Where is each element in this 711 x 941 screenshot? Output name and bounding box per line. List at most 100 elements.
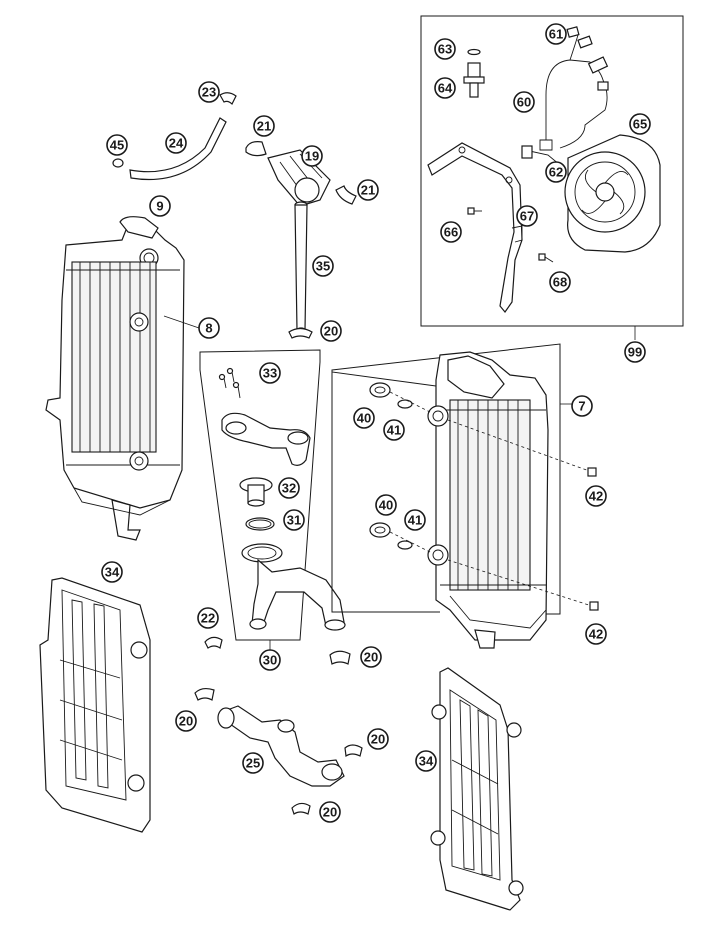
svg-text:40: 40 [357,411,371,426]
hose-clamp-22 [204,636,223,649]
callout-24: 24 [165,132,187,154]
right-radiator [427,351,549,649]
callout-63: 63 [434,38,456,60]
lower-hose [194,687,363,815]
svg-text:34: 34 [105,565,120,580]
thermostat [239,477,273,507]
svg-text:20: 20 [371,732,385,747]
fan-kit-frame [420,15,684,340]
callout-31: 31 [283,509,305,531]
callout-8: 8 [198,317,220,339]
svg-text:32: 32 [282,481,296,496]
svg-text:62: 62 [549,165,563,180]
svg-text:24: 24 [169,136,184,151]
callout-25: 25 [242,752,264,774]
callout-64: 64 [434,77,456,99]
callout-21-top: 21 [253,115,275,137]
callout-7: 7 [571,395,593,417]
svg-text:20: 20 [364,650,378,665]
callout-35: 35 [312,255,334,277]
callout-21-right: 21 [357,179,379,201]
radiator-grommets [369,382,593,607]
svg-text:35: 35 [316,259,330,274]
breather-hose [112,92,237,181]
callout-65: 65 [629,113,651,135]
callout-9: 9 [149,195,171,217]
callout-40-top: 40 [353,407,375,429]
callout-20-hose-left: 20 [175,710,197,732]
callout-22: 22 [197,607,219,629]
thermostat-screws [218,367,241,399]
svg-text:33: 33 [263,366,277,381]
svg-text:9: 9 [156,199,163,214]
callout-62: 62 [545,161,567,183]
left-radiator [45,216,200,541]
svg-text:64: 64 [438,81,453,96]
svg-text:21: 21 [257,119,271,134]
callout-20-pipe: 20 [320,320,342,342]
callout-41-top: 41 [383,419,405,441]
hose-kit-frame [199,349,321,650]
callout-40-bottom: 40 [375,494,397,516]
thermostat-housing-hose [241,543,346,631]
svg-text:67: 67 [520,209,534,224]
svg-text:60: 60 [517,95,531,110]
callout-19: 19 [301,145,323,167]
callout-20-hose-bottom: 20 [319,801,341,823]
svg-text:68: 68 [553,275,567,290]
fan-screws [467,207,554,263]
svg-text:41: 41 [387,423,401,438]
svg-text:31: 31 [287,513,301,528]
callout-20-clamp-b: 20 [360,646,382,668]
radiator-bolts [587,467,599,611]
callout-60: 60 [513,91,535,113]
callout-30: 30 [259,649,281,671]
callout-68: 68 [549,271,571,293]
thermostat-cover [221,412,311,466]
hose-clamp-20b [329,650,351,665]
right-radiator-shroud [430,667,524,911]
callout-33: 33 [259,362,281,384]
svg-text:63: 63 [438,42,452,57]
svg-text:99: 99 [628,345,642,360]
callout-42-bottom: 42 [585,623,607,645]
callout-20-hose-right: 20 [367,728,389,750]
svg-text:8: 8 [205,321,212,336]
svg-text:45: 45 [110,138,124,153]
callout-42-top: 42 [585,485,607,507]
callout-45: 45 [106,134,128,156]
cooling-fan [521,134,661,253]
svg-text:25: 25 [246,756,260,771]
svg-text:34: 34 [419,754,434,769]
callout-41-bottom: 41 [404,509,426,531]
left-radiator-shroud [39,577,151,833]
svg-text:22: 22 [201,611,215,626]
svg-text:61: 61 [549,27,563,42]
svg-text:23: 23 [202,85,216,100]
svg-text:21: 21 [361,183,375,198]
callout-32: 32 [278,477,300,499]
svg-text:7: 7 [578,399,585,414]
o-ring [245,517,275,531]
callout-34-left: 34 [101,561,123,583]
svg-text:65: 65 [633,117,647,132]
callout-61: 61 [545,23,567,45]
svg-text:66: 66 [444,225,458,240]
coolant-pipe [288,201,313,339]
callout-66: 66 [440,221,462,243]
svg-text:20: 20 [324,324,338,339]
svg-text:20: 20 [323,805,337,820]
temperature-switch [463,48,485,98]
thermostat-coupling [245,141,357,207]
callout-23: 23 [198,81,220,103]
callout-34-right: 34 [415,750,437,772]
callout-99: 99 [624,341,646,363]
svg-text:42: 42 [589,627,603,642]
fan-wiring-harness [539,26,609,151]
fan-bracket [427,142,523,313]
svg-text:42: 42 [589,489,603,504]
svg-text:30: 30 [263,653,277,668]
svg-text:41: 41 [408,513,422,528]
svg-text:20: 20 [179,714,193,729]
